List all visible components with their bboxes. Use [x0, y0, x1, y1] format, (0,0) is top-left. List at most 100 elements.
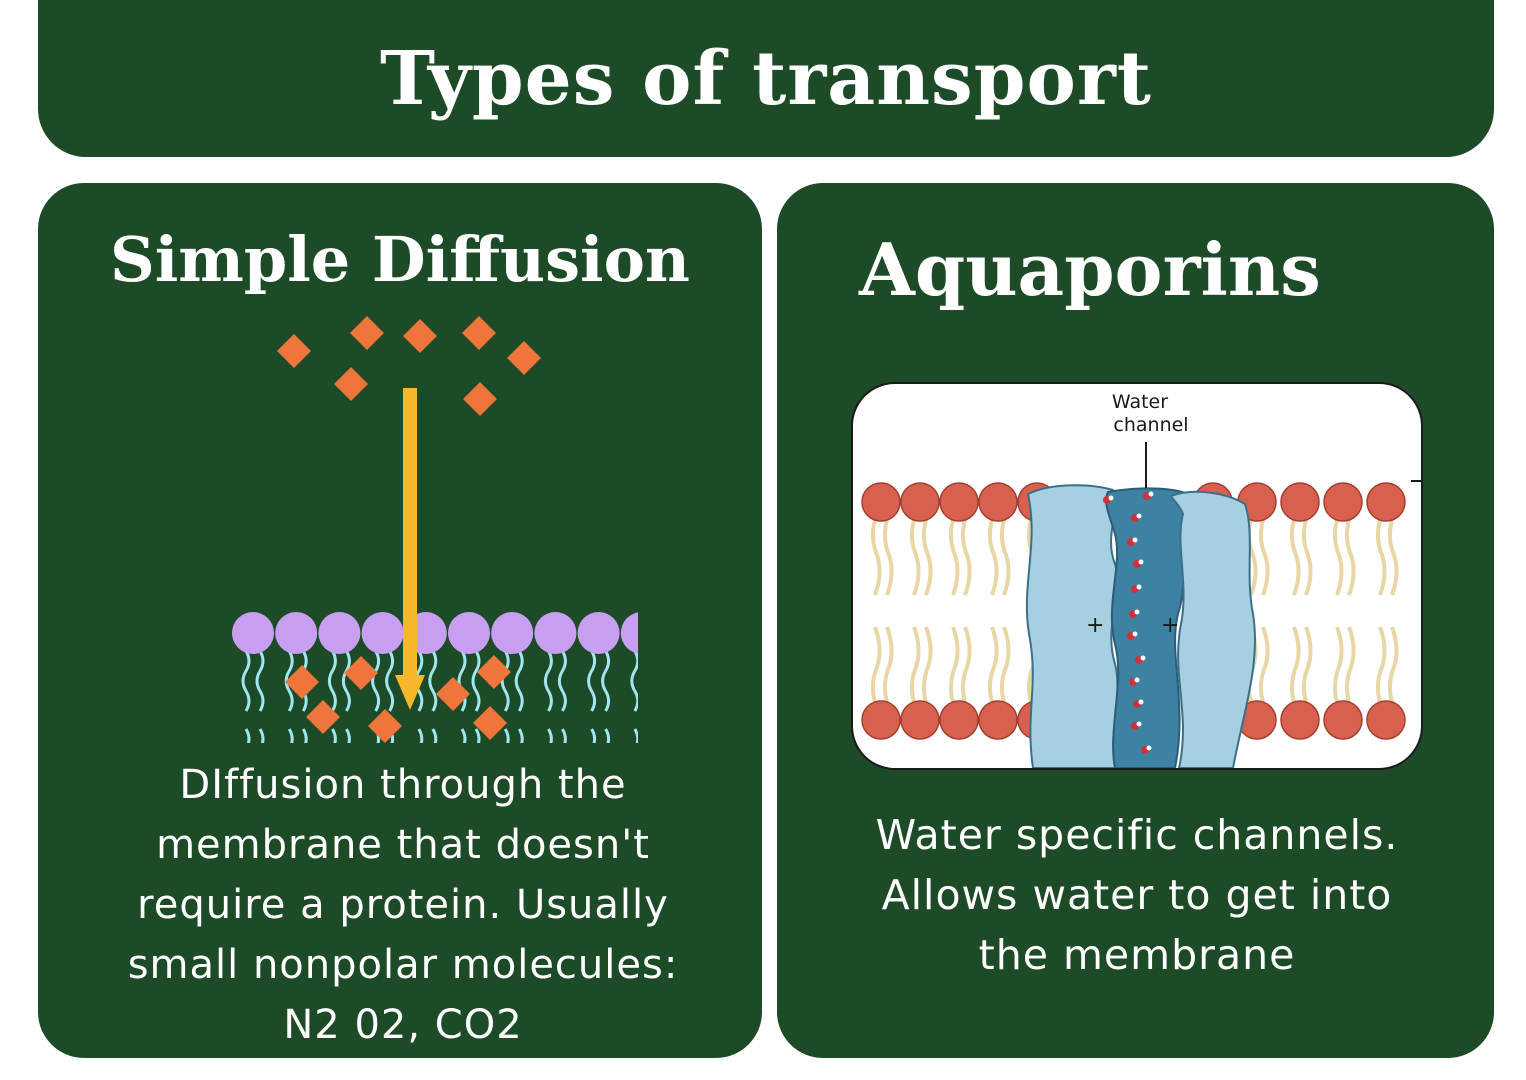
- lipid-tail: [909, 626, 921, 703]
- lipid-tail: [514, 650, 524, 712]
- lipid-head: [978, 700, 1018, 740]
- lipid-tail: [1301, 626, 1313, 703]
- aquaporin-diagram: + + Water channel: [861, 391, 1421, 768]
- lipid-tail: [241, 650, 251, 712]
- lipid-head: [577, 612, 620, 654]
- water-channel-protein: + +: [1025, 484, 1256, 768]
- lipid-head: [534, 612, 577, 654]
- water-molecule: [1131, 721, 1142, 730]
- water-molecule: [1127, 631, 1138, 640]
- lipid-tail: [948, 519, 960, 596]
- title-banner: Types of transport: [38, 0, 1494, 157]
- lipid-tail: [474, 728, 481, 743]
- lipid-tail: [341, 650, 351, 712]
- lipid-tail: [388, 728, 395, 743]
- diffusion-arrow: [395, 388, 425, 710]
- lipid-head: [939, 482, 979, 522]
- aquaporins-card: Aquaporins + + Water channel Water speci…: [777, 183, 1494, 1058]
- lipid-head: [318, 612, 361, 654]
- lipid-tail: [604, 728, 611, 743]
- simple-diffusion-diagram: [232, 316, 638, 743]
- lipid-head: [275, 612, 318, 654]
- lipid-tail: [1332, 519, 1344, 596]
- svg-text:+: +: [1161, 613, 1179, 638]
- lipid-tail: [1375, 519, 1387, 596]
- lipid-tail: [590, 728, 597, 743]
- lipid-tail: [258, 728, 265, 743]
- lipid-tail: [1344, 626, 1356, 703]
- lipid-head: [1323, 700, 1363, 740]
- water-channel-label: Water channel: [1112, 391, 1189, 436]
- aquaporins-description: Water specific channels. Allows water to…: [875, 811, 1399, 979]
- lipid-tail: [471, 650, 481, 712]
- lipid-tail: [287, 728, 294, 743]
- lipid-head: [1323, 482, 1363, 522]
- lipid-tail: [987, 519, 999, 596]
- water-molecule: [1129, 609, 1140, 618]
- lipid-tail: [630, 650, 638, 712]
- lipid-tail: [1387, 626, 1399, 703]
- lipid-tail: [327, 650, 337, 712]
- lipid-tail: [331, 728, 337, 743]
- lipid-tail: [870, 626, 882, 703]
- lipid-head: [1366, 482, 1406, 522]
- water-molecules: [1103, 491, 1154, 754]
- lipid-tail: [457, 650, 467, 712]
- lipid-tail: [1344, 519, 1356, 596]
- lipid-tail: [999, 519, 1011, 596]
- lipid-tail: [587, 650, 597, 712]
- lipid-tail: [1289, 626, 1301, 703]
- lipid-tail: [960, 519, 972, 596]
- lipid-tail: [557, 650, 567, 712]
- simple-diffusion-description: DIffusion through the membrane that does…: [127, 762, 679, 1048]
- lipid-tail: [345, 728, 351, 743]
- lipid-tail: [385, 650, 395, 712]
- lipid-tail: [547, 728, 553, 743]
- lipid-head: [861, 482, 901, 522]
- lipid-tail: [460, 728, 467, 743]
- lipid-head: [861, 700, 901, 740]
- water-molecule: [1129, 677, 1140, 686]
- lipid-tail: [517, 728, 524, 743]
- lipid-tail: [882, 626, 894, 703]
- water-molecule: [1133, 699, 1144, 708]
- lipid-tail: [948, 626, 960, 703]
- lipid-head: [491, 612, 534, 654]
- lipid-tail: [1289, 519, 1301, 596]
- lipid-head: [1366, 700, 1406, 740]
- lipid-tail: [417, 728, 424, 743]
- lipid-tail: [960, 626, 972, 703]
- lipid-head: [900, 700, 940, 740]
- water-molecule: [1133, 559, 1144, 568]
- molecules-below: [285, 655, 511, 743]
- water-molecule: [1143, 491, 1154, 500]
- lipid-head: [939, 700, 979, 740]
- lipid-tail: [244, 728, 251, 743]
- lipid-tail: [633, 728, 638, 743]
- water-molecule: [1141, 745, 1152, 754]
- lipid-head: [1280, 482, 1320, 522]
- lipid-tail: [301, 728, 308, 743]
- water-molecule: [1135, 655, 1146, 664]
- water-molecule: [1131, 513, 1142, 522]
- lipid-head: [232, 612, 274, 654]
- svg-text:+: +: [1086, 613, 1104, 638]
- lipid-tail: [428, 650, 438, 712]
- lipid-tail: [870, 519, 882, 596]
- lipid-tail: [1258, 626, 1270, 703]
- lipid-tail: [909, 519, 921, 596]
- page-title: Types of transport: [380, 35, 1152, 122]
- lipid-tail: [500, 650, 510, 712]
- simple-diffusion-card: Simple Diffusion: [38, 183, 762, 1058]
- lipid-head: [900, 482, 940, 522]
- lipid-tail: [1301, 519, 1313, 596]
- lipid-tail: [255, 650, 265, 712]
- lipid-tail: [1258, 519, 1270, 596]
- lipid-tail: [921, 519, 933, 596]
- lipid-head: [361, 612, 404, 654]
- water-molecule: [1131, 584, 1142, 593]
- lipid-tail: [1332, 626, 1344, 703]
- lipid-head: [1280, 700, 1320, 740]
- lipid-tail: [1387, 519, 1399, 596]
- lipid-head: [448, 612, 490, 654]
